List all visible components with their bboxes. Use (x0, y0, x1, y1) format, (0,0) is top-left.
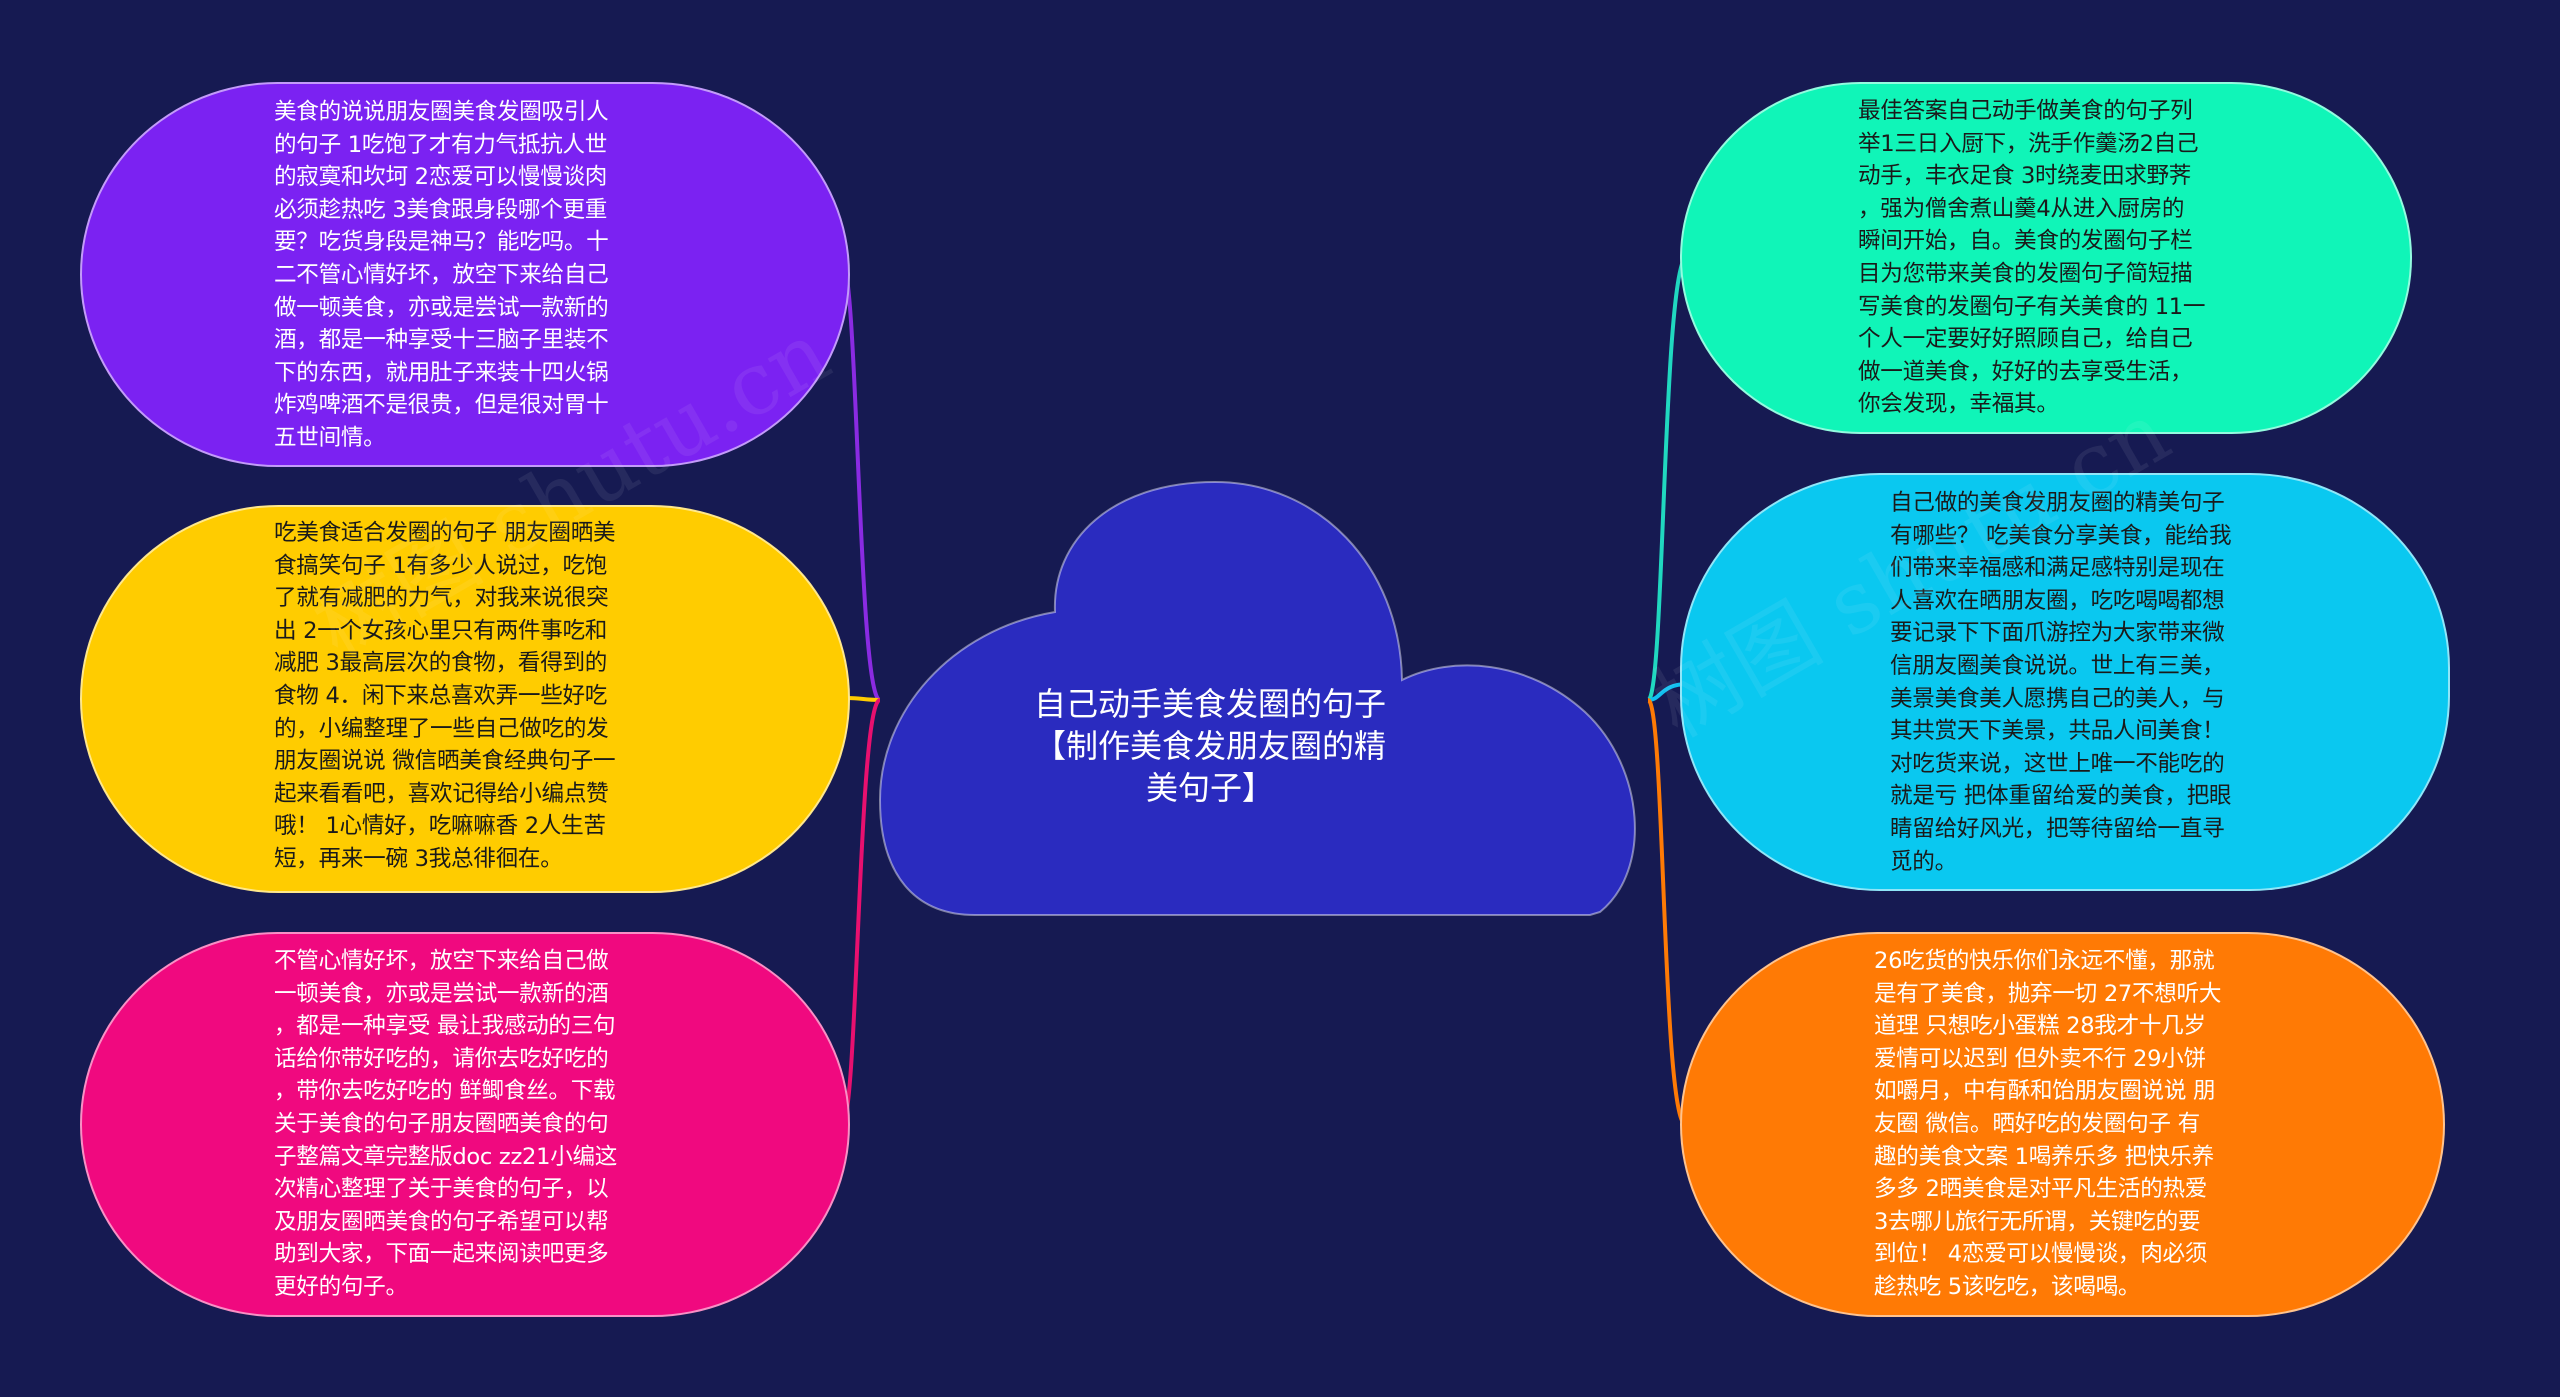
topic-text-left-2: 吃美食适合发圈的句子 朋友圈晒美 食搞笑句子 1有多少人说过，吃饱 了就有减肥的… (274, 520, 616, 872)
topic-node-right-2[interactable]: 自己做的美食发朋友圈的精美句子 有哪些？ 吃美食分享美食，能给我 们带来幸福感和… (1680, 473, 2450, 891)
topic-node-left-2[interactable]: 吃美食适合发圈的句子 朋友圈晒美 食搞笑句子 1有多少人说过，吃饱 了就有减肥的… (80, 505, 850, 893)
central-cloud-shape[interactable] (878, 480, 1636, 916)
connector-right-3 (1646, 698, 1688, 1127)
topic-node-right-3[interactable]: 26吃货的快乐你们永远不懂，那就 是有了美食，抛弃一切 27不想听大 道理 只想… (1680, 932, 2445, 1317)
topic-node-right-1[interactable]: 最佳答案自己动手做美食的句子列 举1三日入厨下，洗手作羹汤2自己 动手，丰衣足食… (1680, 82, 2412, 434)
topic-text-right-3: 26吃货的快乐你们永远不懂，那就 是有了美食，抛弃一切 27不想听大 道理 只想… (1874, 948, 2222, 1300)
topic-text-right-1: 最佳答案自己动手做美食的句子列 举1三日入厨下，洗手作羹汤2自己 动手，丰衣足食… (1858, 98, 2206, 418)
topic-node-left-3[interactable]: 不管心情好坏，放空下来给自己做 一顿美食，亦或是尝试一款新的酒 ，都是一种享受 … (80, 932, 850, 1317)
connector-left-2 (847, 696, 881, 702)
topic-text-left-1: 美食的说说朋友圈美食发圈吸引人 的句子 1吃饱了才有力气抵抗人世 的寂寞和坎坷 … (274, 99, 609, 451)
topic-node-left-1[interactable]: 美食的说说朋友圈美食发圈吸引人 的句子 1吃饱了才有力气抵抗人世 的寂寞和坎坷 … (80, 82, 850, 467)
central-topic-title[interactable]: 自己动手美食发圈的句子 【制作美食发朋友圈的精 美句子】 (1033, 685, 1386, 807)
topic-text-right-2: 自己做的美食发朋友圈的精美句子 有哪些？ 吃美食分享美食，能给我 们带来幸福感和… (1890, 490, 2232, 875)
topic-text-left-3: 不管心情好坏，放空下来给自己做 一顿美食，亦或是尝试一款新的酒 ，都是一种享受 … (274, 948, 618, 1300)
connector-right-1 (1646, 253, 1690, 702)
